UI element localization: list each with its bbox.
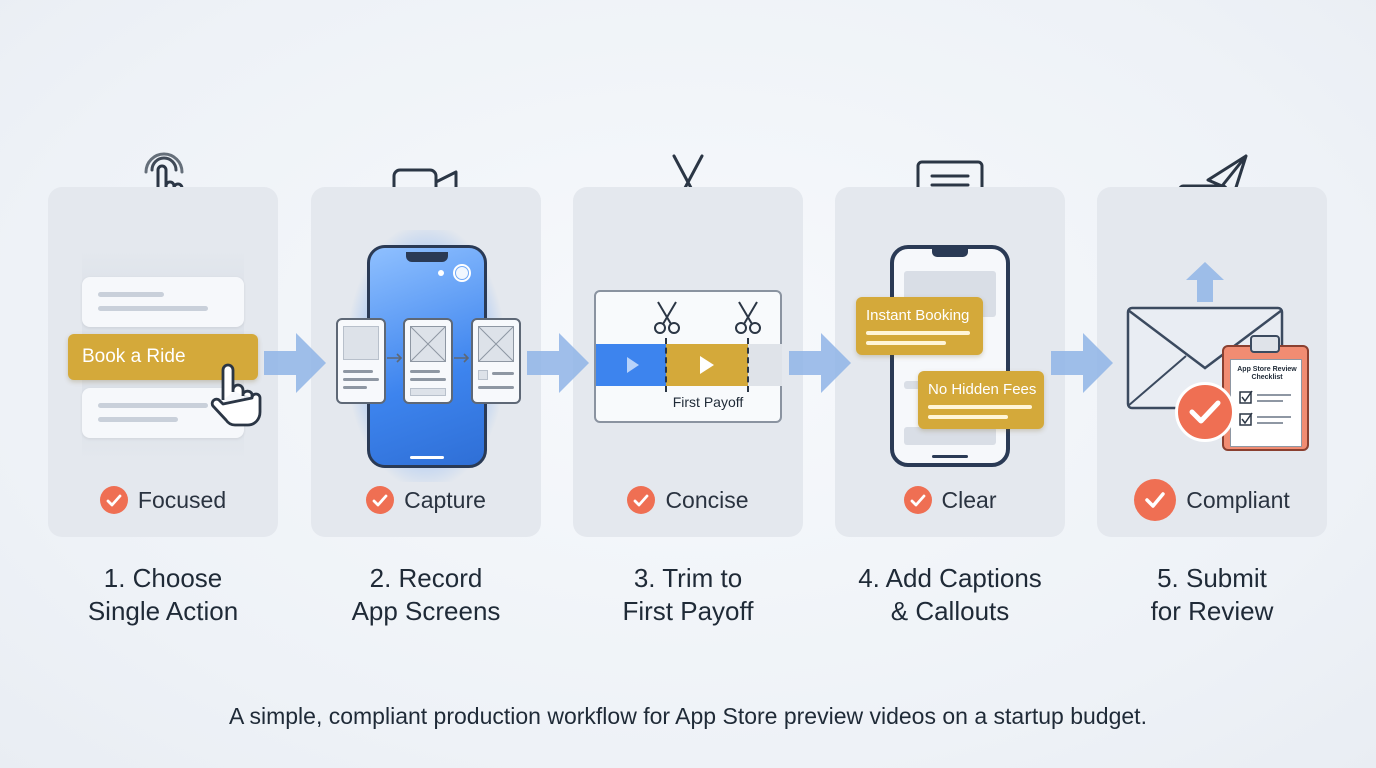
pointer-hand-icon (210, 363, 262, 427)
status-capture: Capture (311, 484, 541, 516)
status-focused: Focused (48, 484, 278, 516)
captioned-phone (890, 245, 1010, 467)
upload-arrow-icon (1186, 262, 1224, 302)
video-trim-panel: First Payoff (594, 290, 782, 423)
screen-frame-1 (336, 318, 386, 404)
step-caption-1: 1. Choose Single Action (23, 562, 303, 628)
screen-frame-2 (403, 318, 453, 404)
play-icon-small (627, 357, 639, 373)
check-icon (366, 486, 395, 514)
callout-instant-booking-text: Instant Booking (866, 307, 970, 324)
caption-line: 1. Choose (103, 563, 223, 593)
status-label: Concise (665, 486, 749, 513)
status-label: Capture (404, 486, 486, 513)
timeline-remaining (748, 344, 782, 386)
check-icon (99, 486, 128, 514)
trim-line-left (665, 338, 667, 392)
checklist-items (1239, 390, 1291, 426)
callout-no-hidden-fees: No Hidden Fees (918, 371, 1044, 429)
caption-line: 4. Add Captions (858, 563, 1042, 593)
callout-no-hidden-fees-text: No Hidden Fees (928, 381, 1037, 398)
step-caption-5: 5. Submit for Review (1072, 562, 1352, 628)
checklist-title: App Store Review Checklist (1237, 366, 1297, 381)
status-label: Clear (941, 486, 997, 513)
caption-line: 5. Submit (1157, 563, 1267, 593)
compliance-check-badge (1175, 382, 1235, 442)
step-caption-3: 3. Trim to First Payoff (548, 562, 828, 628)
caption-line: 3. Trim to (633, 563, 743, 593)
flow-arrow-small-2 (454, 353, 470, 363)
flow-arrow-3 (789, 333, 851, 393)
caption-line: Single Action (87, 596, 239, 626)
caption-line: & Callouts (890, 596, 1010, 626)
status-concise: Concise (573, 484, 803, 516)
step-caption-4: 4. Add Captions & Callouts (810, 562, 1090, 628)
check-icon (903, 486, 932, 514)
list-row-bottom (82, 388, 244, 438)
flow-arrow-4 (1051, 333, 1113, 393)
status-clear: Clear (835, 484, 1065, 516)
list-row-top (82, 277, 244, 327)
caption-line: First Payoff (622, 596, 754, 626)
footer-description: A simple, compliant production workflow … (229, 703, 1147, 729)
caption-line: 2. Record (369, 563, 483, 593)
callout-instant-booking: Instant Booking (856, 297, 983, 355)
check-icon (627, 486, 656, 514)
step-caption-2: 2. Record App Screens (286, 562, 566, 628)
flow-arrow-1 (264, 333, 326, 393)
play-icon (700, 356, 714, 374)
status-compliant: Compliant (1097, 479, 1327, 521)
review-checklist-clipboard: App Store Review Checklist (1222, 335, 1309, 451)
timeline-label: First Payoff (672, 394, 744, 410)
trim-scissors-left-icon (654, 301, 680, 334)
screen-frame-3 (471, 318, 521, 404)
caption-line: for Review (1150, 596, 1274, 626)
trim-line-right (747, 338, 749, 392)
status-label: Compliant (1186, 486, 1290, 513)
check-icon (1134, 479, 1177, 521)
status-label: Focused (137, 486, 227, 513)
caption-line: App Screens (351, 596, 501, 626)
tap-hand-icon (144, 152, 190, 221)
trim-scissors-right-icon (735, 301, 761, 334)
flow-arrow-small-1 (387, 353, 403, 363)
flow-arrow-2 (527, 333, 589, 393)
